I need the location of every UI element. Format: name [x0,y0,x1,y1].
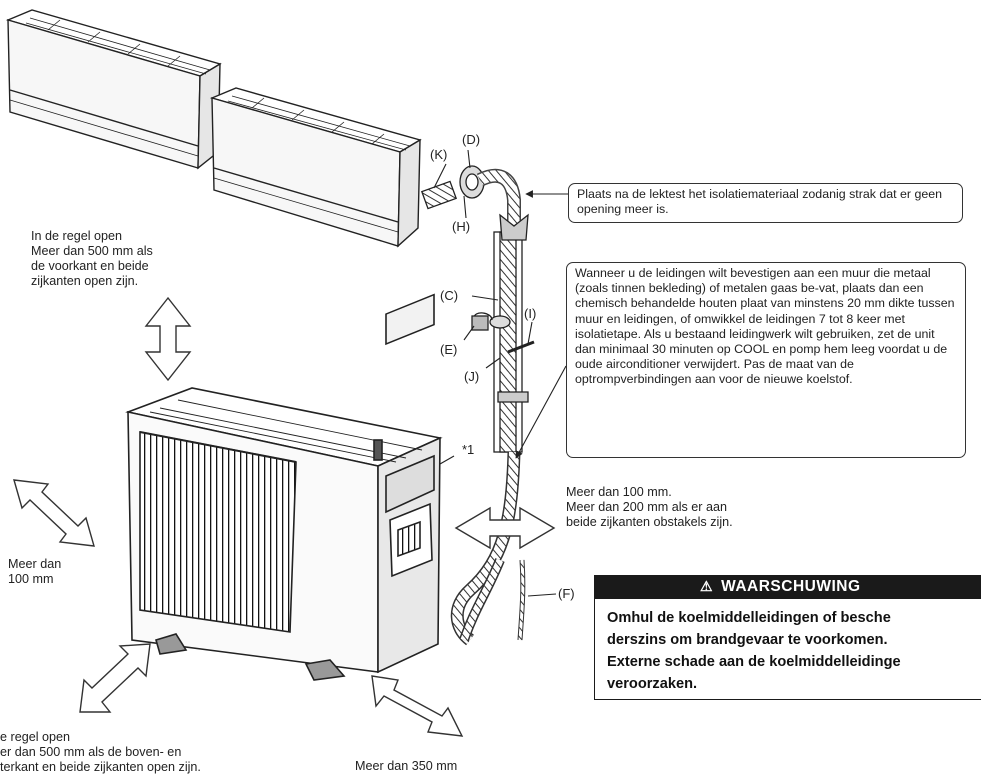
clearance-back-line3: terkant en beide zijkanten open zijn. [0,760,201,774]
clearance-back-text: e regel open er dan 500 mm als de boven-… [0,730,201,775]
label-d: (D) [462,132,481,147]
clearance-top-text: In de regel open Meer dan 500 mm als de … [31,229,153,289]
clearance-top-line3: de voorkant en beide [31,259,149,273]
clearance-arrow-back [79,643,151,713]
clearance-back-line1: e regel open [0,730,71,744]
clearance-back-line2: er dan 500 mm als de boven- en [0,745,182,759]
clearance-right-line3: beide zijkanten obstakels zijn. [566,515,733,529]
label-j: (J) [464,369,480,384]
insulation-callout: Plaats na de lektest het isolatiemateria… [568,183,963,223]
clearance-front-text: Meer dan 350 mm [355,759,458,773]
clearance-left-line2: 100 mm [8,572,54,586]
label-k: (K) [430,147,448,162]
clearance-right-line2: Meer dan 200 mm als er aan [566,500,728,514]
clearance-right-text: Meer dan 100 mm. Meer dan 200 mm als er … [566,485,733,530]
leader-lines [433,149,568,597]
label-note-1: *1 [462,442,475,457]
outdoor-hoses [450,451,526,646]
clearance-top-line4: zijkanten open zijn. [31,274,139,288]
clearance-top-line1: In de regel open [31,229,123,243]
label-h: (H) [452,219,471,234]
clearance-arrow-front [371,675,464,737]
clearance-left-line1: Meer dan [8,557,62,571]
label-e: (E) [440,342,458,357]
label-f: (F) [558,586,575,601]
clearance-right-line1: Meer dan 100 mm. [566,485,672,499]
wall-pipe-assembly [420,165,535,453]
clearance-arrow-left [13,479,95,547]
label-c: (C) [440,288,459,303]
clearance-top-line2: Meer dan 500 mm als [31,244,153,258]
wall-mount-callout: Wanneer u de leidingen wilt bevestigen a… [566,262,966,458]
clearance-arrow-top [144,296,192,382]
indoor-unit-right [209,87,422,248]
clearance-arrow-right [454,506,556,550]
clearance-left-text: Meer dan 100 mm [8,557,61,587]
indoor-unit-left [5,9,222,170]
label-i: (I) [524,306,537,321]
outdoor-unit [125,293,443,681]
